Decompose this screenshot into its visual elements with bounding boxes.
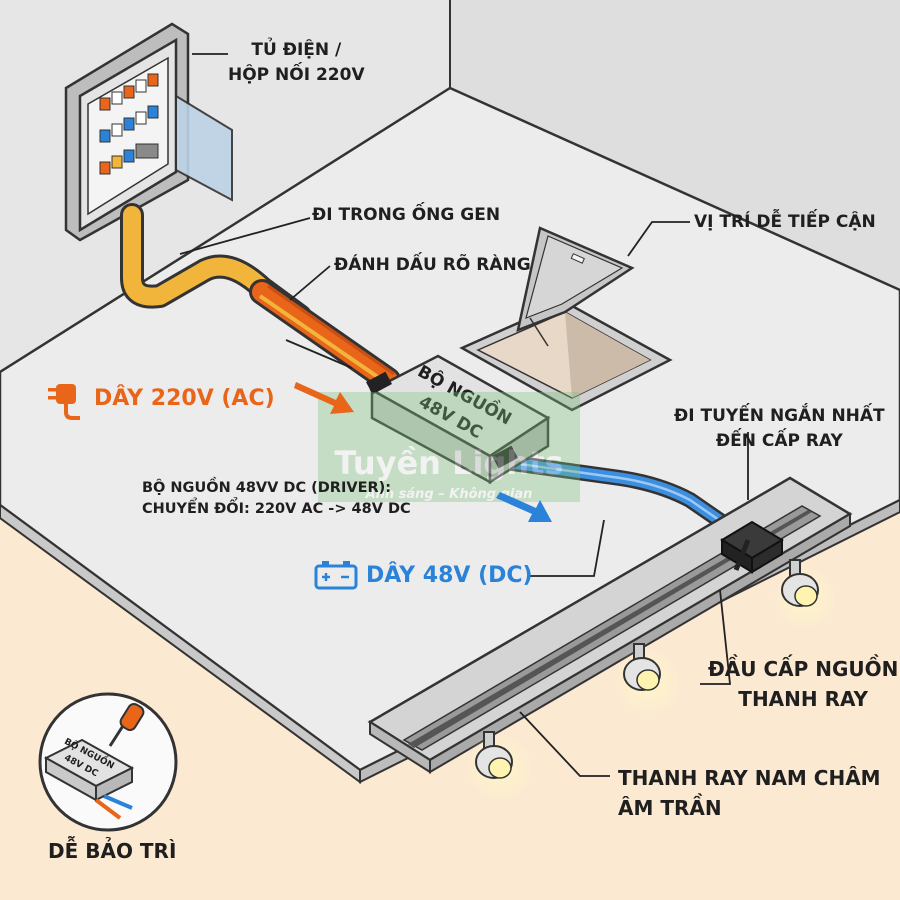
marked-label: ĐÁNH DẤU RÕ RÀNG [334,253,531,278]
maintenance-label: DỄ BẢO TRÌ [48,836,176,866]
track-label: THANH RAY NAM CHÂM ÂM TRẦN [618,763,881,823]
spotlight-3 [464,732,536,804]
maintenance-inset: BỘ NGUỒN 48V DC [40,694,176,830]
conduit-label: ĐI TRONG ỐNG GEN [312,203,500,228]
svg-text:Tuyền Lights: Tuyền Lights [335,444,564,482]
ac-wire-label: DÂY 220V (AC) [94,386,275,411]
access-label: VỊ TRÍ DỄ TIẾP CẬN [694,210,876,235]
shortest-route-label: ĐI TUYẾN NGẮN NHẤT ĐẾN CẤP RAY [674,404,885,454]
driver-description: BỘ NGUỒN 48VV DC (DRIVER): CHUYỂN ĐỔI: 2… [142,478,411,520]
dc-wire-label: DÂY 48V (DC) [366,563,533,588]
feed-head-label: ĐẦU CẤP NGUỒN THANH RAY [708,654,898,714]
panel-label: TỦ ĐIỆN / HỘP NỐI 220V [228,38,365,88]
